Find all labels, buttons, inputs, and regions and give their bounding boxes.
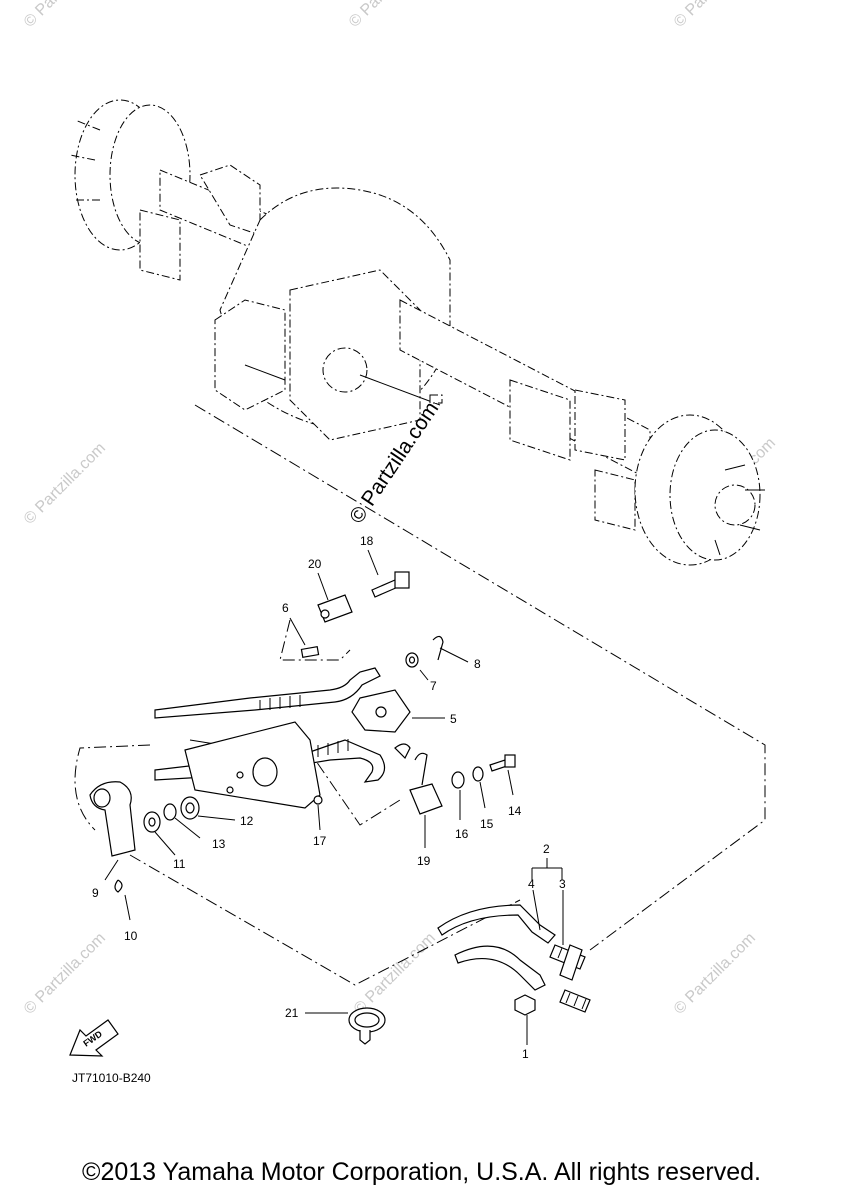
callout-1: 1 xyxy=(522,1047,529,1061)
part-11-washer xyxy=(143,811,161,833)
callout-7: 7 xyxy=(430,679,437,693)
forward-arrow-icon xyxy=(69,1019,119,1057)
callout-11: 11 xyxy=(173,857,186,871)
callout-5: 5 xyxy=(450,712,457,726)
watermark-bottom-left: © Partzilla.com xyxy=(21,930,109,1018)
component-parts xyxy=(89,571,591,1045)
callout-numbers: 1 2 3 4 5 6 7 8 9 10 11 12 13 14 15 16 1… xyxy=(92,534,566,1061)
callout-3: 3 xyxy=(559,877,566,891)
callout-21: 21 xyxy=(285,1006,299,1020)
copyright-notice: ©2013 Yamaha Motor Corporation, U.S.A. A… xyxy=(82,1158,761,1186)
part-21-clamp xyxy=(348,1007,386,1045)
part-10-clip xyxy=(114,879,123,893)
callout-16: 16 xyxy=(455,827,469,841)
part-19-bracket xyxy=(409,752,443,815)
callout-19: 19 xyxy=(417,854,431,868)
part-8-cotter-pin xyxy=(432,635,444,661)
part-15-washer xyxy=(472,766,484,782)
callout-13: 13 xyxy=(212,837,226,851)
watermark-top-right: © Partzilla.com xyxy=(671,0,759,31)
diagram-code: JT71010-B240 xyxy=(72,1071,151,1085)
callout-20: 20 xyxy=(308,557,322,571)
part-12-bush xyxy=(180,796,200,820)
watermark-top-left: © Partzilla.com xyxy=(21,0,109,31)
part-shift-cable-upper xyxy=(154,667,381,719)
part-16-washer xyxy=(451,771,465,789)
part-14-bolt xyxy=(489,754,516,772)
callout-8: 8 xyxy=(474,657,481,671)
callout-15: 15 xyxy=(480,817,494,831)
callout-9: 9 xyxy=(92,886,99,900)
watermark-top-center: © Partzilla.com xyxy=(346,0,434,31)
callout-6: 6 xyxy=(282,601,289,615)
part-5-bracket xyxy=(351,689,411,733)
part-9-lever xyxy=(89,781,136,857)
callout-4: 4 xyxy=(528,877,535,891)
part-17-mounting-bracket xyxy=(184,721,323,809)
callout-2: 2 xyxy=(543,842,550,856)
leader-lines xyxy=(104,549,564,1045)
part-1-nut xyxy=(514,994,536,1016)
part-13-washer xyxy=(163,803,177,821)
watermark-bottom-center: © Partzilla.com xyxy=(351,930,439,1018)
part-20-joint xyxy=(317,594,353,623)
watermark-mid-left: © Partzilla.com xyxy=(21,440,109,528)
part-3-4-brake-rods xyxy=(437,904,591,1013)
part-7-washer xyxy=(405,652,419,668)
callout-18: 18 xyxy=(360,534,374,548)
rear-axle-assembly xyxy=(69,99,765,566)
callout-10: 10 xyxy=(124,929,138,943)
callout-17: 17 xyxy=(313,834,327,848)
watermark-bottom-right: © Partzilla.com xyxy=(671,930,759,1018)
callout-12: 12 xyxy=(240,814,254,828)
part-6-pin xyxy=(300,645,320,659)
part-18-bolt xyxy=(371,571,410,598)
forward-arrow: FWD xyxy=(69,1019,119,1057)
callout-14: 14 xyxy=(508,804,522,818)
